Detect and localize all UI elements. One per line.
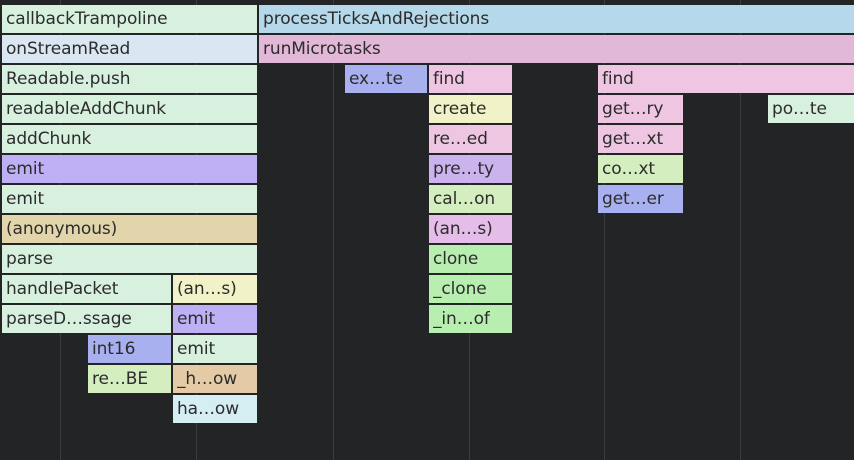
gridline-4 — [604, 0, 605, 460]
flame-frame-label: (an…s) — [177, 279, 237, 299]
flame-frame[interactable]: addChunk — [2, 125, 257, 153]
flame-frame-label: processTicksAndRejections — [263, 9, 490, 29]
flame-frame-label: emit — [177, 339, 216, 359]
flame-frame[interactable]: int16 — [88, 335, 171, 363]
flame-frame[interactable]: re…BE — [88, 365, 171, 393]
flame-frame[interactable]: _in…of — [429, 305, 512, 333]
flame-frame-label: onStreamRead — [6, 39, 131, 59]
flame-frame-label: int16 — [92, 339, 136, 359]
flame-frame[interactable]: emit — [2, 155, 257, 183]
flame-frame-label: re…BE — [92, 369, 148, 389]
flame-frame-label: get…ry — [602, 99, 664, 119]
flame-frame-label: clone — [433, 249, 479, 269]
flame-frame-label: _clone — [433, 279, 487, 299]
flame-frame-label: emit — [6, 159, 45, 179]
flame-frame-label: cal…on — [433, 189, 496, 209]
flame-frame[interactable]: find — [598, 65, 854, 93]
flame-frame[interactable]: emit — [173, 335, 257, 363]
flame-frame[interactable]: get…ry — [598, 95, 683, 123]
flame-frame-label: pre…ty — [433, 159, 494, 179]
flame-frame-label: (an…s) — [433, 219, 493, 239]
gridline-5 — [740, 0, 741, 460]
flame-frame-label: (anonymous) — [6, 219, 118, 239]
flame-frame-label: find — [602, 69, 634, 89]
flame-frame[interactable]: onStreamRead — [2, 35, 257, 63]
flame-frame[interactable]: emit — [173, 305, 257, 333]
flame-frame[interactable]: ha…ow — [173, 395, 257, 423]
flame-frame[interactable]: processTicksAndRejections — [259, 5, 854, 33]
flame-frame-label: _h…ow — [177, 369, 238, 389]
flame-frame[interactable]: get…xt — [598, 125, 683, 153]
flame-frame-label: parse — [6, 249, 54, 269]
flame-frame-label: parseD…ssage — [6, 309, 132, 329]
flame-frame-label: create — [433, 99, 487, 119]
flame-frame[interactable]: co…xt — [598, 155, 683, 183]
flame-frame[interactable]: parseD…ssage — [2, 305, 171, 333]
flame-frame-label: get…er — [602, 189, 664, 209]
flame-frame[interactable]: ex…te — [345, 65, 427, 93]
flame-frame[interactable]: (anonymous) — [2, 215, 257, 243]
flame-frame[interactable]: create — [429, 95, 512, 123]
flame-frame[interactable]: re…ed — [429, 125, 512, 153]
flame-frame-label: Readable.push — [6, 69, 131, 89]
gridline-2 — [333, 0, 334, 460]
flame-frame[interactable]: clone — [429, 245, 512, 273]
flame-frame-label: readableAddChunk — [6, 99, 167, 119]
flame-frame[interactable]: Readable.push — [2, 65, 257, 93]
flame-frame-label: callbackTrampoline — [6, 9, 168, 29]
flame-frame[interactable]: get…er — [598, 185, 683, 213]
flame-frame[interactable]: _h…ow — [173, 365, 257, 393]
flame-frame-label: _in…of — [433, 309, 490, 329]
flame-frame-label: emit — [6, 189, 45, 209]
flame-frame-label: re…ed — [433, 129, 488, 149]
flame-frame[interactable]: readableAddChunk — [2, 95, 257, 123]
flame-frame[interactable]: (an…s) — [429, 215, 512, 243]
flame-frame[interactable]: cal…on — [429, 185, 512, 213]
flame-frame[interactable]: emit — [2, 185, 257, 213]
flame-frame-label: runMicrotasks — [263, 39, 381, 59]
flame-frame[interactable]: _clone — [429, 275, 512, 303]
flame-frame[interactable]: po…te — [768, 95, 854, 123]
flame-frame-label: ex…te — [349, 69, 403, 89]
flame-frame[interactable]: parse — [2, 245, 257, 273]
flame-frame[interactable]: pre…ty — [429, 155, 512, 183]
flame-frame[interactable]: find — [429, 65, 512, 93]
flame-frame-label: handlePacket — [6, 279, 119, 299]
flame-frame[interactable]: (an…s) — [173, 275, 257, 303]
flame-frame-label: emit — [177, 309, 216, 329]
flame-frame-label: addChunk — [6, 129, 92, 149]
flame-frame-label: get…xt — [602, 129, 664, 149]
flame-frame-label: co…xt — [602, 159, 655, 179]
flame-frame-label: po…te — [772, 99, 827, 119]
flame-frame-label: find — [433, 69, 465, 89]
flame-frame-label: ha…ow — [177, 399, 239, 419]
flame-frame[interactable]: callbackTrampoline — [2, 5, 257, 33]
flame-frame[interactable]: handlePacket — [2, 275, 171, 303]
flame-frame[interactable]: runMicrotasks — [259, 35, 854, 63]
